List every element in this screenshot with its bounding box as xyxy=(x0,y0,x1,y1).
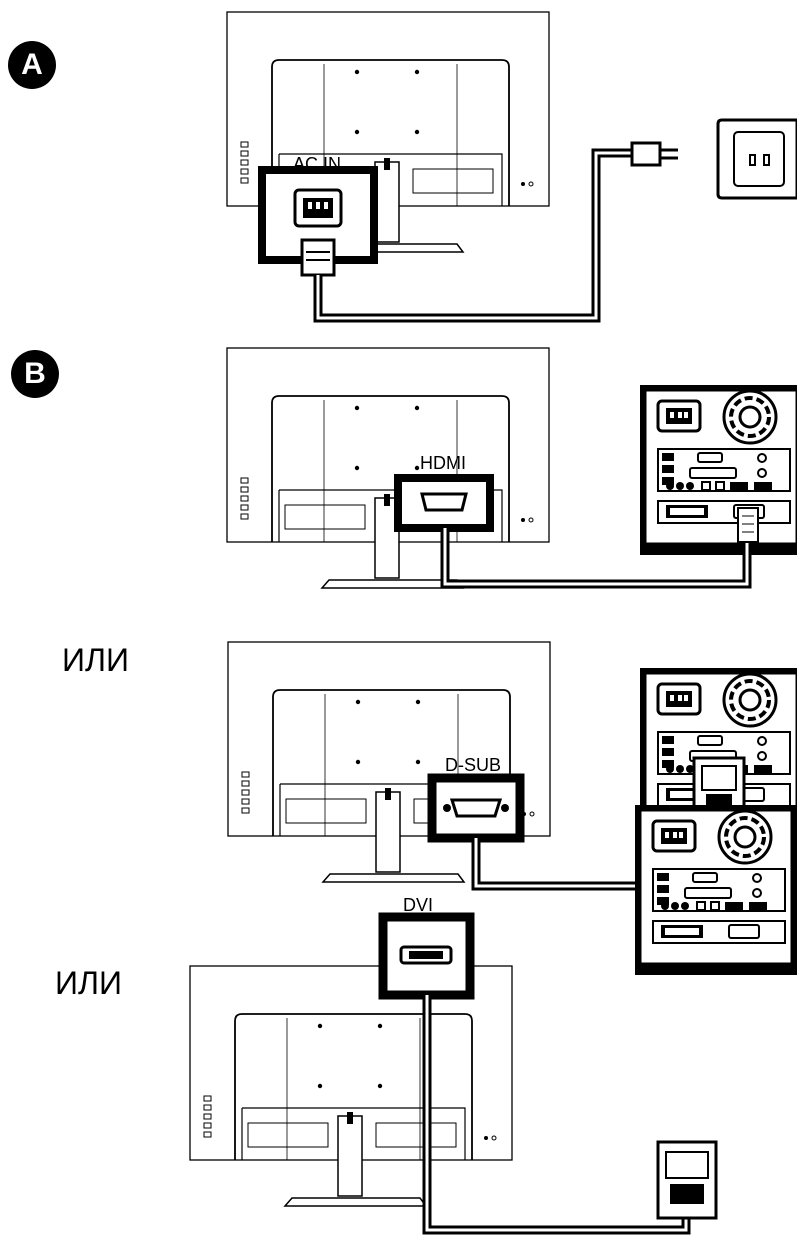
monitor-rear-b xyxy=(226,347,550,589)
hdmi-cable-plug xyxy=(737,507,759,543)
dvi-label: DVI xyxy=(403,895,434,915)
pc-rear-d xyxy=(633,803,797,977)
monitor-rear-c xyxy=(227,641,551,883)
step-a-power xyxy=(226,11,797,323)
or-label-dsub: ИЛИ xyxy=(62,642,129,678)
dsub-label: D-SUB xyxy=(445,755,502,775)
wall-plug xyxy=(630,141,662,167)
dsub-port xyxy=(449,798,503,818)
hdmi-port xyxy=(420,492,468,512)
dvi-cable-plug xyxy=(656,1140,718,1220)
pc-rear-b xyxy=(638,383,797,557)
monitor-rear-d xyxy=(189,965,513,1207)
step-a-badge: A xyxy=(8,41,56,89)
hdmi-label: HDMI xyxy=(420,453,466,473)
step-d-dvi xyxy=(189,803,797,1235)
ac-in-label: AC IN xyxy=(293,154,342,174)
dsub-highlight-box xyxy=(427,773,525,843)
power-cable-plug-monitor xyxy=(300,238,336,277)
step-b-badge: B xyxy=(11,350,59,398)
or-label-dvi: ИЛИ xyxy=(55,965,122,1001)
step-b-hdmi xyxy=(226,347,797,589)
